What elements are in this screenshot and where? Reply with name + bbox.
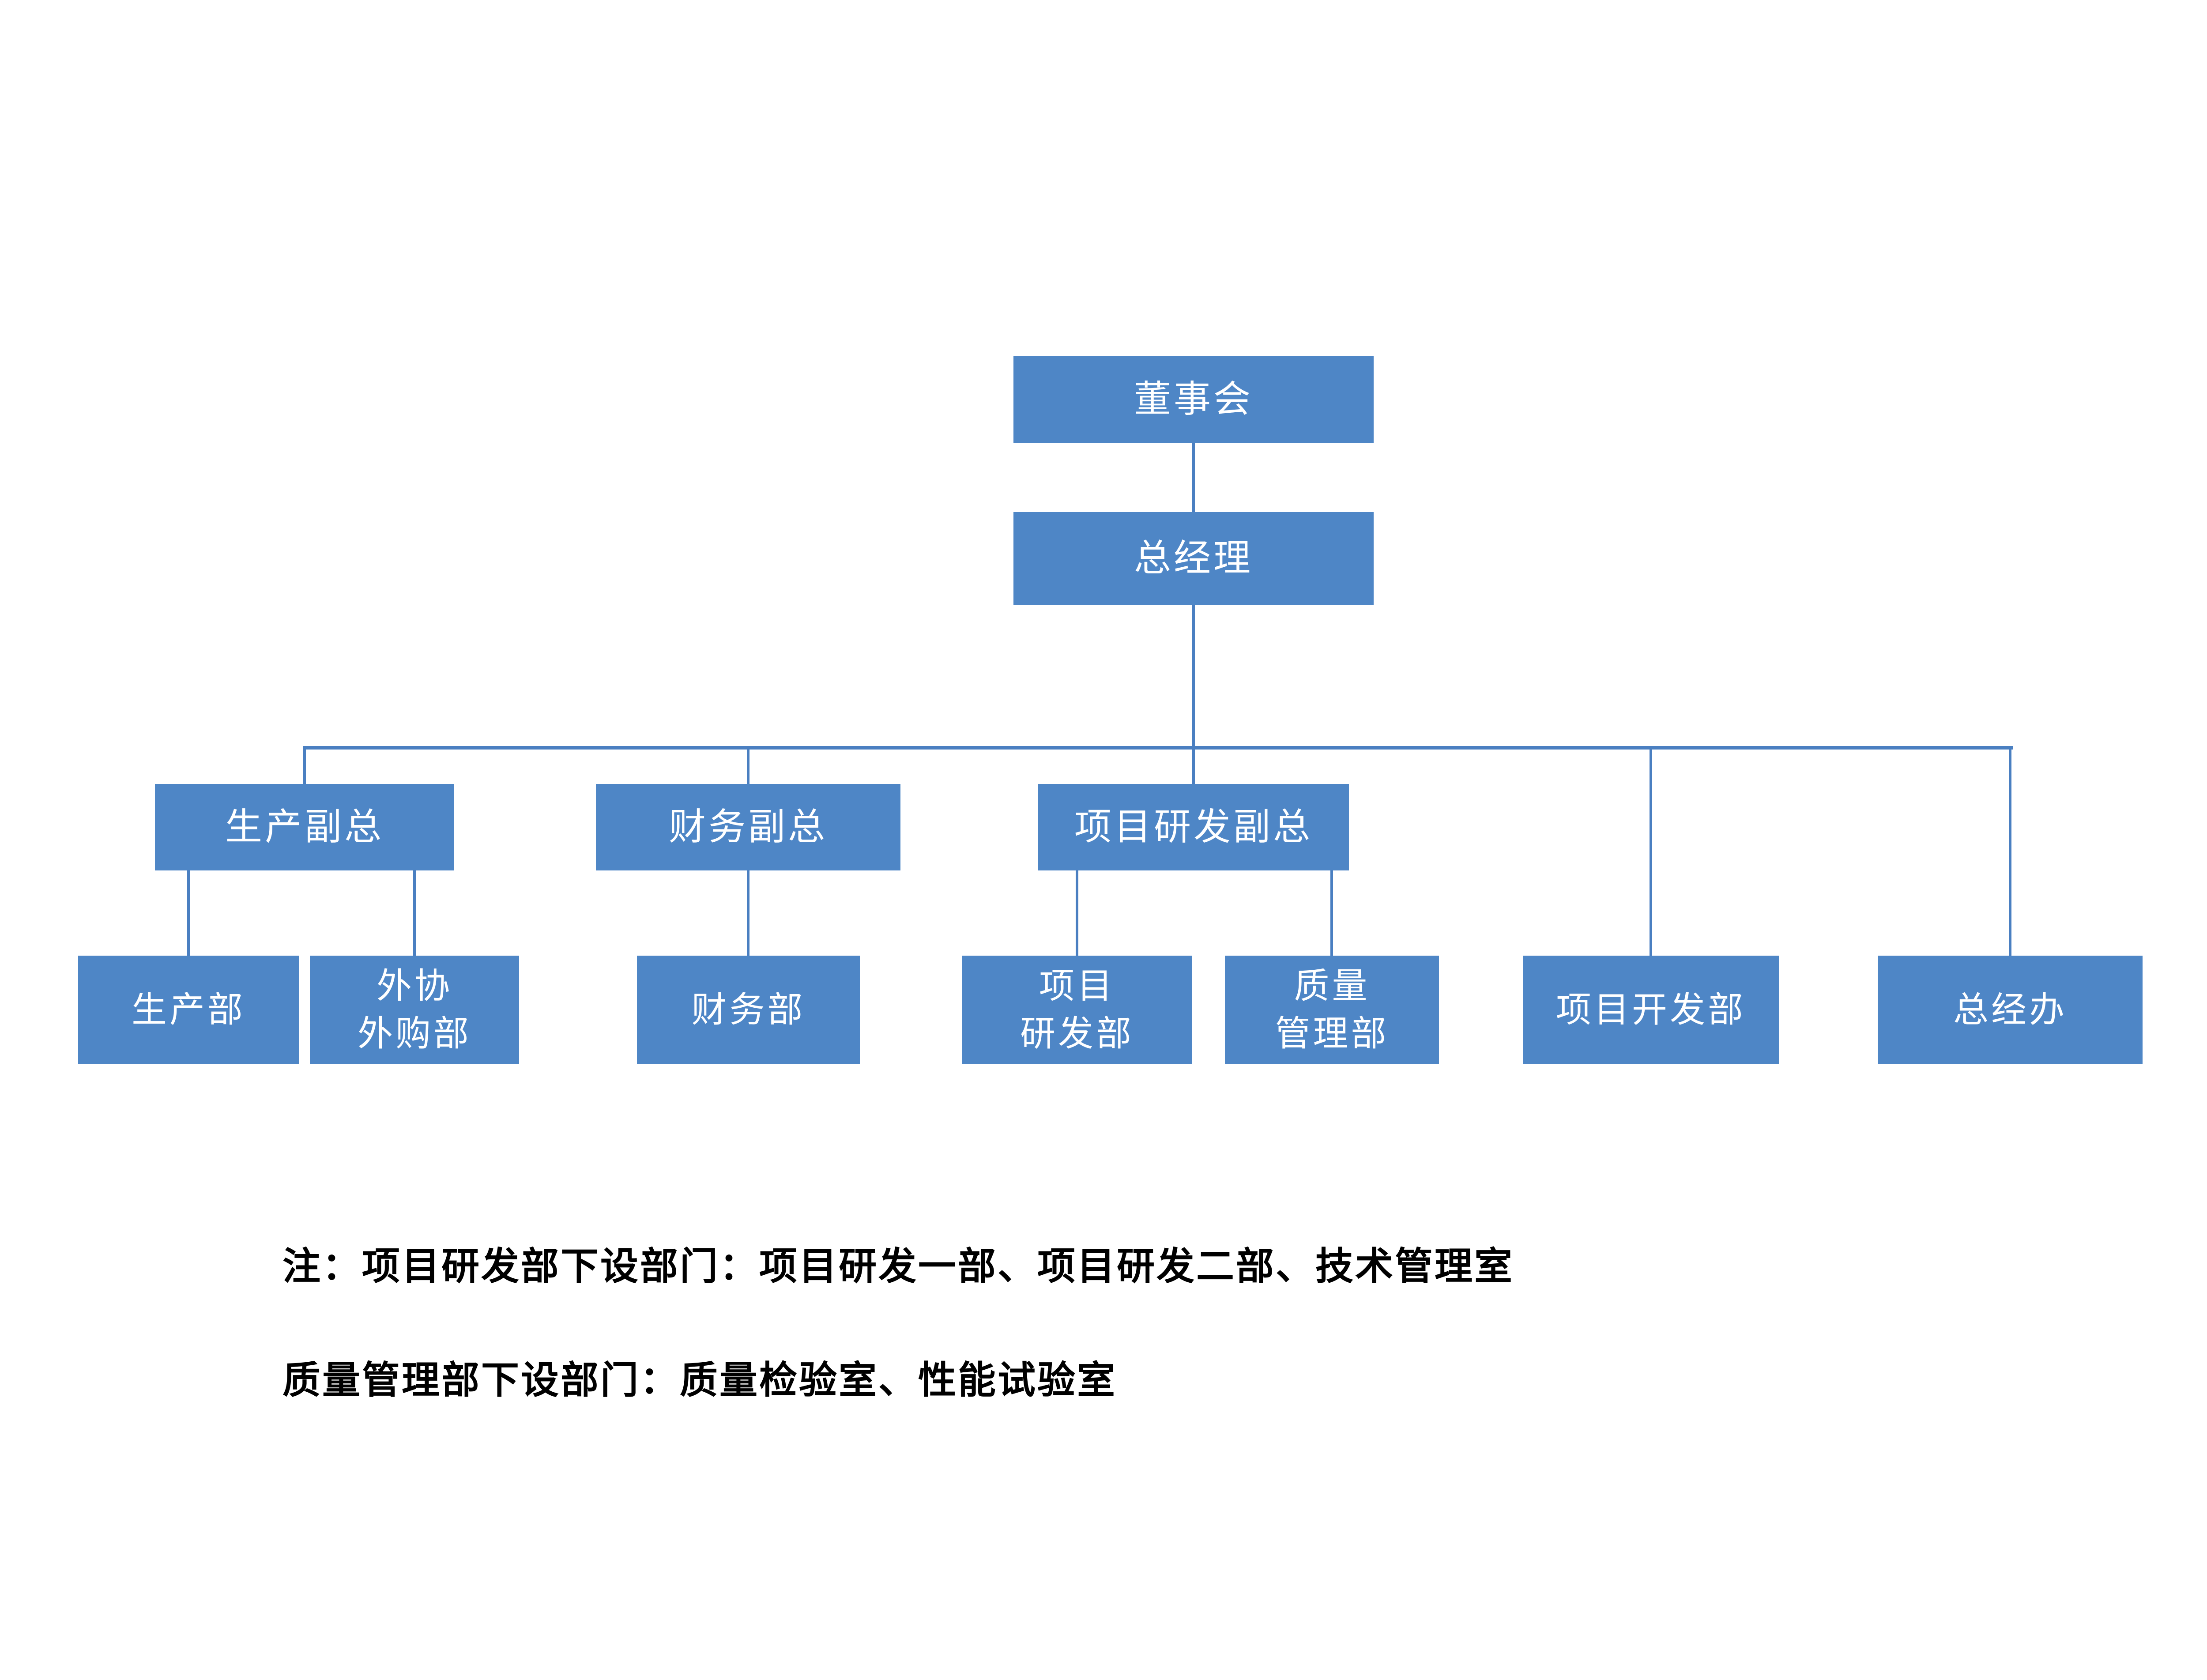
org-node-quality-dept-label: 质量 管理部 bbox=[1275, 966, 1389, 1053]
connector-spine-to-gm-office bbox=[2009, 746, 2011, 957]
org-node-gm-office-label: 总经办 bbox=[1953, 990, 2067, 1029]
org-node-general-manager-label: 总经理 bbox=[1134, 537, 1253, 579]
connector-vp-finance-to-finance-dept bbox=[747, 870, 749, 957]
org-node-outsourcing-dept: 外协 外购部 bbox=[310, 956, 519, 1064]
connector-spine-to-project-dev-dept bbox=[1650, 746, 1652, 957]
org-node-finance-dept-label: 财务部 bbox=[691, 990, 806, 1029]
footnote-quality-sub-departments: 质量管理部下设部门：质量检验室、性能试验室 bbox=[282, 1359, 1117, 1401]
org-node-rd-dept: 项目 研发部 bbox=[962, 956, 1192, 1064]
footnote-rd-sub-departments: 注：项目研发部下设部门：项目研发一部、项目研发二部、技术管理室 bbox=[282, 1245, 1514, 1288]
connector-vp-rd-to-quality-dept bbox=[1330, 870, 1333, 957]
connector-gm-to-spine bbox=[1192, 605, 1195, 748]
org-node-vp-finance-label: 财务副总 bbox=[668, 806, 828, 848]
connector-horizontal-spine bbox=[303, 746, 2013, 750]
org-node-quality-dept: 质量 管理部 bbox=[1225, 956, 1439, 1064]
connector-vp-rd-to-rd-dept bbox=[1076, 870, 1078, 957]
org-node-vp-production: 生产副总 bbox=[155, 784, 454, 870]
org-node-vp-production-label: 生产副总 bbox=[225, 806, 384, 848]
org-node-general-manager: 总经理 bbox=[1013, 512, 1374, 605]
connector-vp-production-to-outsourcing-dept bbox=[413, 870, 416, 957]
org-node-rd-dept-label: 项目 研发部 bbox=[1020, 966, 1134, 1053]
org-node-project-dev-dept-label: 项目开发部 bbox=[1556, 990, 1746, 1029]
connector-vp-production-to-production-dept bbox=[187, 870, 190, 957]
connector-spine-to-vp-rd bbox=[1192, 746, 1195, 786]
connector-spine-to-vp-production bbox=[303, 746, 306, 786]
org-node-board: 董事会 bbox=[1013, 356, 1374, 443]
org-node-gm-office: 总经办 bbox=[1878, 956, 2143, 1064]
org-node-finance-dept: 财务部 bbox=[637, 956, 860, 1064]
connector-board-to-gm bbox=[1192, 443, 1195, 512]
org-node-vp-rd-label: 项目研发副总 bbox=[1074, 806, 1313, 848]
org-node-outsourcing-dept-label: 外协 外购部 bbox=[358, 966, 471, 1053]
connector-spine-to-vp-finance bbox=[747, 746, 749, 786]
org-node-board-label: 董事会 bbox=[1134, 378, 1253, 420]
org-node-vp-rd: 项目研发副总 bbox=[1038, 784, 1349, 870]
org-node-production-dept: 生产部 bbox=[78, 956, 299, 1064]
org-node-production-dept-label: 生产部 bbox=[132, 990, 245, 1029]
org-node-vp-finance: 财务副总 bbox=[596, 784, 900, 870]
org-node-project-dev-dept: 项目开发部 bbox=[1523, 956, 1779, 1064]
